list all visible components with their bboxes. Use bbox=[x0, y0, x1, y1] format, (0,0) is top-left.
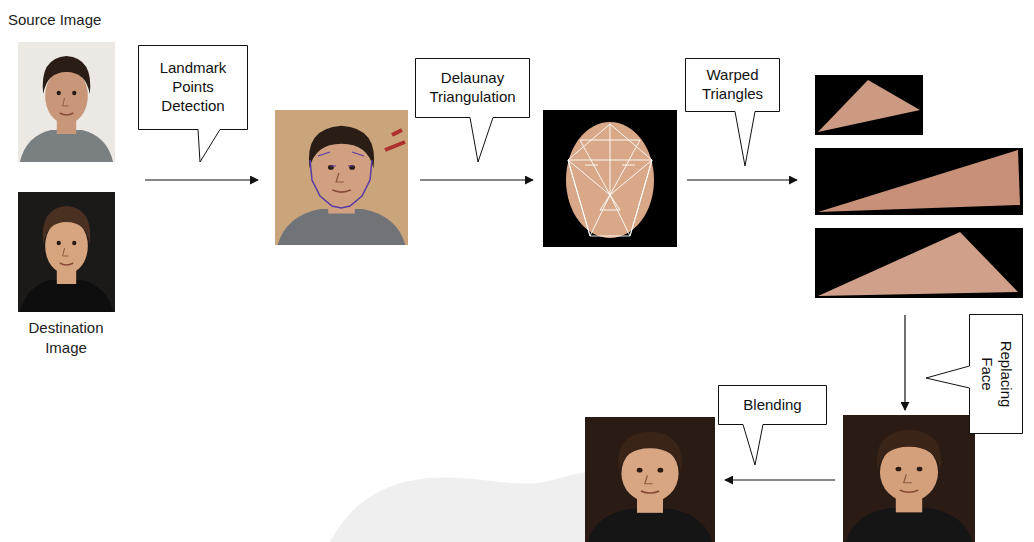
destination-photo bbox=[18, 192, 115, 312]
callout-text: Replacing Face bbox=[977, 335, 1015, 413]
flow-arrow bbox=[687, 179, 797, 180]
warped-triangles bbox=[815, 75, 1023, 298]
callout-bubble: Blending bbox=[718, 385, 827, 425]
flow-arrow bbox=[725, 479, 835, 480]
source-photo bbox=[18, 42, 115, 162]
triangulation-photo bbox=[543, 110, 677, 247]
flow-arrow bbox=[904, 315, 905, 410]
landmark-photo bbox=[275, 110, 408, 245]
image-label: Destination Image bbox=[8, 318, 124, 357]
blended-photo bbox=[585, 417, 715, 542]
callout-bubble: Landmark Points Detection bbox=[138, 45, 248, 130]
flow-arrow bbox=[420, 179, 533, 180]
callout-text: Landmark Points Detection bbox=[146, 59, 240, 115]
callout-text: Delaunay Triangulation bbox=[423, 69, 522, 107]
callout-bubble: Warped Triangles bbox=[685, 58, 780, 112]
callout-text: Blending bbox=[743, 396, 801, 415]
flow-arrow bbox=[145, 179, 258, 180]
replaced-photo bbox=[843, 415, 975, 542]
callout-bubble: Delaunay Triangulation bbox=[415, 58, 530, 118]
image-label: Source Image bbox=[8, 10, 138, 30]
callout-text: Warped Triangles bbox=[693, 66, 772, 104]
callout-bubble: Replacing Face bbox=[969, 314, 1023, 434]
